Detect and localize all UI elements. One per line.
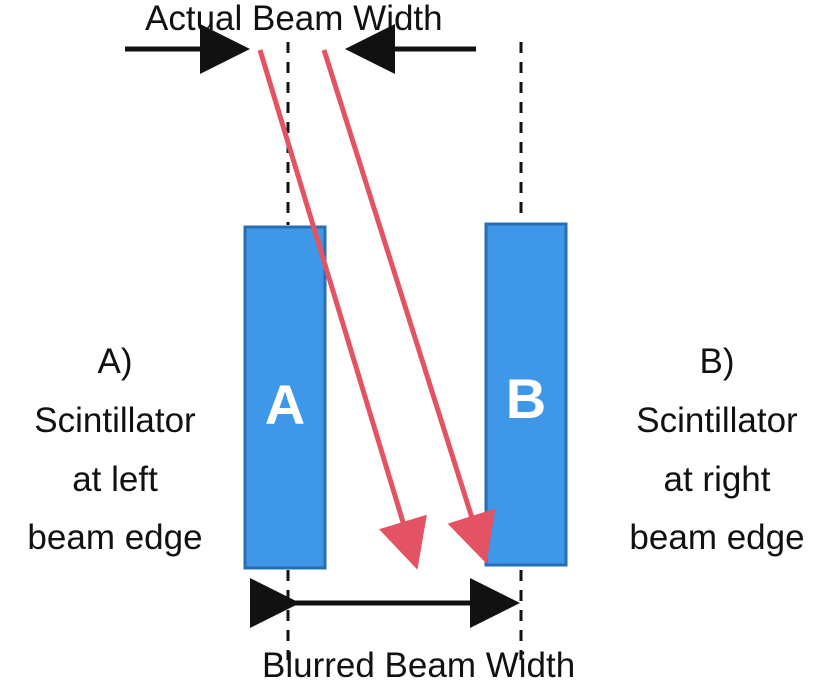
left-label-line-1: A) [97,342,133,381]
right-scintillator-label: B) Scintillator at right beam edge [607,333,824,568]
right-label-line-3: at right [663,459,771,499]
beam-ray-left [257,49,427,570]
scintillator-a-letter: A [265,373,305,436]
right-label-line-4: beam edge [629,518,805,558]
scintillator-b-letter: B [506,367,546,430]
blurred-beam-width-label: Blurred Beam Width [262,646,576,685]
left-label-line-2: Scintillator [34,400,196,440]
right-label-line-1: B) [699,342,735,381]
scintillator-b [484,222,568,567]
beam-ray-right [321,49,496,564]
left-scintillator-label: A) Scintillator at left beam edge [5,333,225,568]
scintillator-a [243,225,327,570]
left-label-line-4: beam edge [27,518,203,558]
left-label-line-3: at left [72,459,158,499]
right-label-line-2: Scintillator [636,400,798,440]
actual-beam-width-label: Actual Beam Width [145,0,443,38]
